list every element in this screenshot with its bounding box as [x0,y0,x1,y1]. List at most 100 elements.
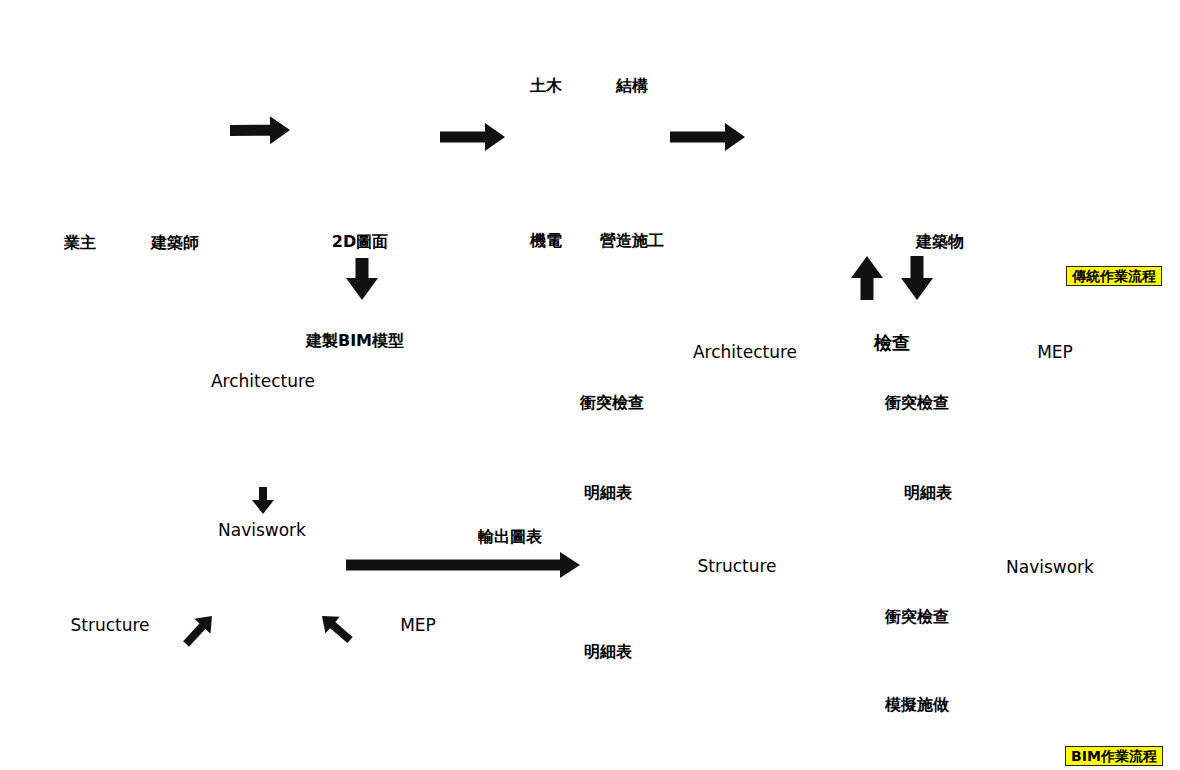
team-group: 土木結構機電營造施工 [505,16,670,256]
arrow-shaft [670,132,726,143]
thought-bubble [142,139,158,155]
building-render [850,52,866,102]
cad-drawing [355,106,363,122]
arrow-shaft [356,258,369,279]
site-photo [610,122,655,160]
node-label: 明細表 [584,483,632,502]
dialog-screenshot [745,447,765,452]
building-render [960,130,1060,140]
building-render [857,36,859,44]
building-model [90,80,132,110]
cad-drawing [310,122,380,149]
clash-view [980,592,1020,622]
node-label: MEP [400,615,436,635]
arrow-head [194,616,212,634]
node-label: 模擬施做 [885,695,949,714]
software-screenshot [42,648,68,738]
arrow-head [851,256,883,278]
clash-view [975,583,1130,650]
cad-drawing [298,14,430,226]
output-panel: 模擬施做 [872,654,1142,750]
output-panel: Structure 明細表 [580,556,830,706]
person-icon [618,20,646,48]
label-holder: 機電 [530,231,562,250]
software-screenshot [192,404,216,468]
software-screenshot [268,560,273,580]
software-screenshot [194,556,342,577]
node-label: 結構 [616,76,648,95]
node-label: Structure [697,556,776,576]
software-screenshot [335,640,500,646]
dialog-screenshot [712,367,770,455]
site-photo [524,126,650,146]
building-render [830,115,880,128]
arrow-head [270,116,290,144]
software-screenshot [222,551,326,605]
dialog-screenshot [1025,367,1083,372]
building-model [132,78,168,110]
arrow-shaft [860,277,873,300]
label-holder: 結構 [616,76,648,95]
cad-drawing [306,174,422,218]
dialog-screenshot [1029,385,1049,433]
cad-drawing [340,178,392,208]
people-group: 業主建築師 [40,28,230,257]
building-model [118,50,125,70]
node-label: 建築師 [151,233,199,252]
schedule-table [665,470,828,553]
arrow-head [252,500,274,514]
label-holder: 檢查 [874,332,910,354]
building-render [846,62,870,66]
software-screenshot [370,672,495,712]
flow-arrow [440,123,505,151]
simulation-view [995,697,1105,705]
label-holder: Architecture [211,371,315,391]
label-holder: MEP [1037,342,1073,362]
person-icon [66,168,94,196]
arrow-head [560,552,580,578]
cad-drawing [380,132,420,149]
output-panel: Architecture衝突檢查 [570,340,835,458]
label-holder: MEP [400,615,436,635]
workflow-band: 業主建築師2D圖面土木結構機電營造施工建築物傳統作業流程 [10,6,1160,276]
cad-drawing [298,166,430,226]
thought-bubble [85,35,171,167]
band-outline [10,300,1160,758]
arrow-shaft [346,559,561,570]
schedule-table [665,460,828,553]
circle-fill [178,476,346,644]
flow-arrow [901,256,933,300]
label-holder: Structure [70,615,149,635]
site-photo [515,160,658,168]
cad-drawing [305,149,424,151]
software-screenshot [80,658,190,735]
arrow-head [901,278,933,300]
software-screenshot [335,640,500,725]
label-holder: 明細表 [584,642,632,661]
schedule-table [968,460,1140,540]
circle-outline [330,560,506,736]
building-render [752,35,1133,222]
arrow-head [485,123,505,151]
clash-view [977,586,1025,648]
dialog-screenshot [1025,367,1083,455]
software-screenshot [266,436,334,465]
label-holder: 建製BIM模型 [306,331,404,350]
site-photo [592,136,604,160]
output-panel: MEP衝突檢查 [872,340,1142,458]
flow-arrow [322,616,350,640]
building-render [752,178,1133,200]
software-screenshot [255,406,268,412]
building-model [90,62,168,97]
clash-view [1096,585,1110,648]
label-holder: 模擬施做 [885,695,949,714]
software-screenshot [190,542,345,548]
thought-bubble [138,127,146,135]
arrow-shaft [186,625,203,643]
node-label: 明細表 [904,483,952,502]
label-holder: 明細表 [584,483,632,502]
dialog-screenshot [1029,377,1063,381]
cad-drawing [313,14,430,90]
flow-arrow [252,487,274,514]
